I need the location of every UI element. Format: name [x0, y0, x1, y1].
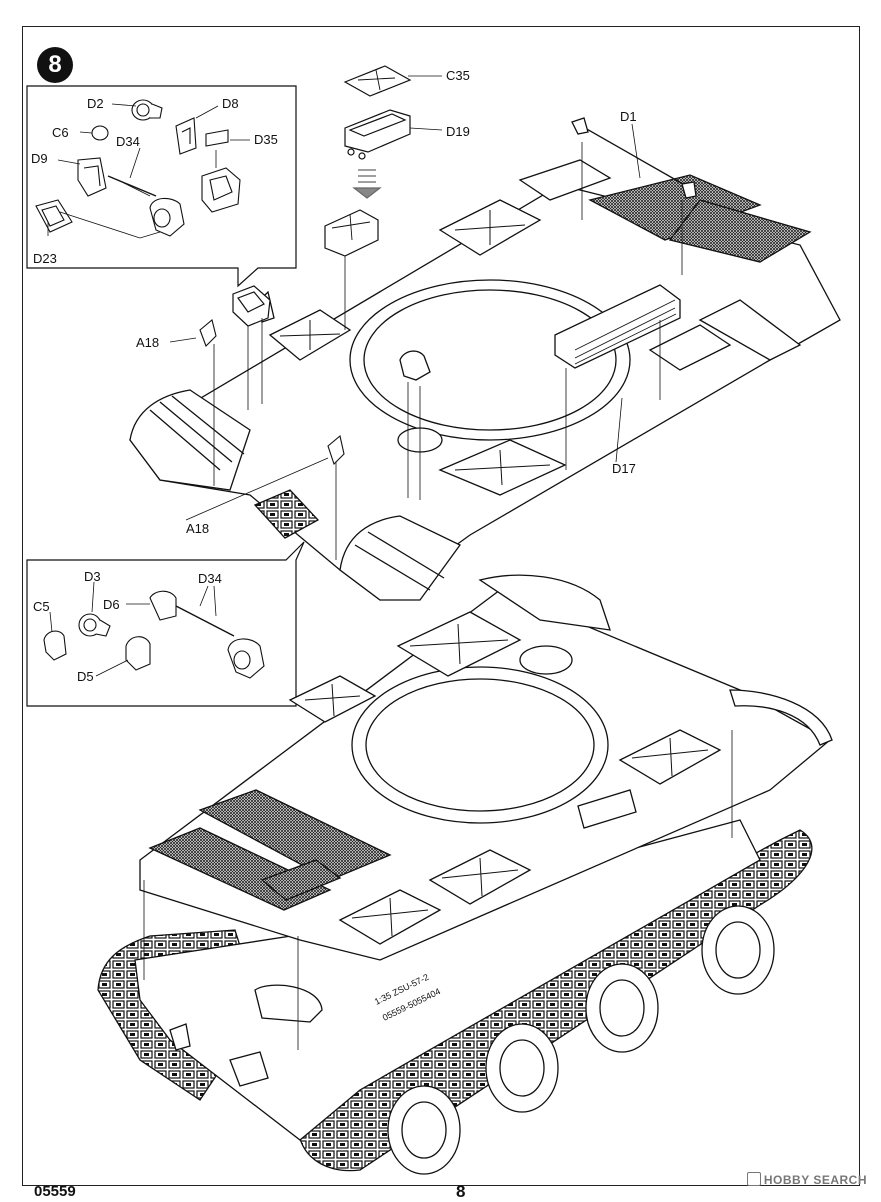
label-d6: D6	[103, 597, 120, 612]
label-c5: C5	[33, 599, 50, 614]
label-d3: D3	[84, 569, 101, 584]
label-d1: D1	[620, 109, 637, 124]
label-d2: D2	[87, 96, 104, 111]
label-d5: D5	[77, 669, 94, 684]
detail-callout-mid-leaders	[49, 581, 217, 677]
detail-callout-top-parts	[35, 99, 241, 237]
label-d17: D17	[612, 461, 636, 476]
detail-callout-mid	[26, 541, 305, 707]
detail-callout-mid-parts	[43, 590, 265, 679]
stowage-box-assembled	[324, 209, 379, 257]
label-d23: D23	[33, 251, 57, 266]
watermark-text: HOBBY SEARCH	[763, 1173, 867, 1187]
headlight-box	[232, 285, 271, 327]
label-d9: D9	[31, 151, 48, 166]
a18-parts	[199, 319, 345, 466]
stowage-box-c35-d19	[343, 65, 412, 160]
label-a18-upper: A18	[136, 335, 160, 350]
rod-d1	[571, 117, 697, 199]
lower-hull-guides	[143, 730, 733, 1050]
product-code: 05559	[34, 1183, 76, 1200]
label-c35: C35	[446, 68, 470, 83]
watermark: HOBBY SEARCH	[746, 1172, 867, 1187]
page-number: 8	[456, 1182, 466, 1201]
detail-callout-top	[26, 85, 297, 288]
main-leaders	[169, 75, 683, 560]
label-d34-top: D34	[116, 134, 140, 149]
label-d19: D19	[446, 124, 470, 139]
lower-hull	[97, 574, 833, 1175]
watermark-logo-icon	[746, 1172, 761, 1186]
label-d8: D8	[222, 96, 239, 111]
label-d35: D35	[254, 132, 278, 147]
label-c6: C6	[52, 125, 69, 140]
step-number-badge: 8	[37, 47, 73, 83]
label-d34-mid: D34	[198, 571, 222, 586]
detail-callout-top-leaders	[47, 103, 250, 239]
page-frame	[22, 26, 860, 1186]
label-a18-lower: A18	[186, 521, 210, 536]
upper-hull	[129, 159, 841, 601]
down-arrow	[352, 169, 382, 199]
